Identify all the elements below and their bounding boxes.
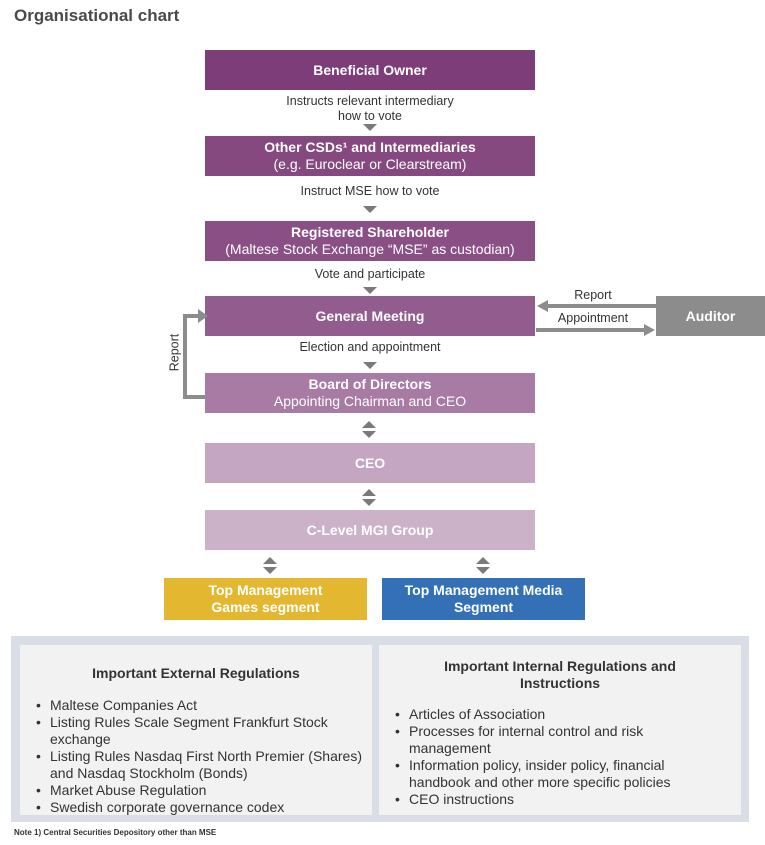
top-management-media-box: Top Management Media Segment bbox=[382, 578, 585, 620]
connector-instructs-line1: Instructs relevant intermediary bbox=[286, 94, 454, 108]
ceo-label: CEO bbox=[354, 454, 386, 471]
board-label: Board of Directors bbox=[308, 376, 432, 392]
board-sublabel: Appointing Chairman and CEO bbox=[273, 393, 467, 409]
arrow-down-icon bbox=[363, 362, 377, 369]
arrow-down-icon bbox=[363, 287, 377, 294]
clevel-box: C-Level MGI Group bbox=[205, 510, 535, 550]
arrow-down-icon bbox=[362, 499, 376, 506]
list-item: Market Abuse Regulation bbox=[34, 782, 364, 799]
auditor-arrows bbox=[536, 300, 656, 336]
registered-shareholder-sublabel: (Maltese Stock Exchange “MSE” as custodi… bbox=[225, 241, 515, 257]
board-report-label: Report bbox=[167, 333, 182, 372]
top-management-games-box: Top Management Games segment bbox=[164, 578, 367, 620]
general-meeting-label: General Meeting bbox=[315, 307, 425, 324]
external-regulations-list: Maltese Companies Act Listing Rules Scal… bbox=[34, 697, 364, 816]
external-regulations-title: Important External Regulations bbox=[92, 665, 300, 681]
page-title: Organisational chart bbox=[14, 6, 180, 25]
arrow-down-icon bbox=[263, 567, 277, 574]
media-sublabel: Segment bbox=[453, 599, 514, 615]
connector-vote: Vote and participate bbox=[314, 267, 426, 281]
auditor-box: Auditor bbox=[656, 296, 765, 336]
internal-regulations-title: Important Internal Regulations and Instr… bbox=[444, 658, 676, 691]
ceo-box: CEO bbox=[205, 443, 535, 483]
games-sublabel: Games segment bbox=[211, 599, 320, 615]
registered-shareholder-label: Registered Shareholder bbox=[291, 224, 449, 240]
list-item: Listing Rules Nasdaq First North Premier… bbox=[34, 748, 364, 782]
list-item: Listing Rules Scale Segment Frankfurt St… bbox=[34, 714, 364, 748]
games-label: Top Management bbox=[208, 582, 323, 598]
connector-instructs-intermediary: Instructs relevant intermediary how to v… bbox=[205, 94, 535, 124]
clevel-label: C-Level MGI Group bbox=[306, 521, 434, 538]
footnote: Note 1) Central Securities Depository ot… bbox=[14, 828, 217, 837]
connector-instruct-mse: Instruct MSE how to vote bbox=[300, 184, 440, 198]
media-label: Top Management Media bbox=[404, 582, 563, 598]
arrow-up-icon bbox=[362, 489, 376, 496]
list-item: Processes for internal control and risk … bbox=[393, 723, 723, 757]
registered-shareholder-box: Registered Shareholder (Maltese Stock Ex… bbox=[205, 221, 535, 261]
arrow-up-icon bbox=[362, 421, 376, 428]
other-csds-box: Other CSDs¹ and Intermediaries (e.g. Eur… bbox=[205, 136, 535, 176]
list-item: Swedish corporate governance codex bbox=[34, 799, 364, 816]
arrow-up-icon bbox=[263, 557, 277, 564]
beneficial-owner-label: Beneficial Owner bbox=[313, 61, 427, 78]
board-of-directors-box: Board of Directors Appointing Chairman a… bbox=[205, 373, 535, 413]
arrow-up-icon bbox=[476, 557, 490, 564]
auditor-label: Auditor bbox=[685, 307, 736, 324]
list-item: Articles of Association bbox=[393, 706, 723, 723]
internal-regulations-list: Articles of Association Processes for in… bbox=[393, 706, 723, 808]
list-item: Maltese Companies Act bbox=[34, 697, 364, 714]
other-csds-sublabel: (e.g. Euroclear or Clearstream) bbox=[273, 156, 467, 172]
arrow-down-icon bbox=[362, 431, 376, 438]
auditor-appointment-label: Appointment bbox=[557, 311, 629, 325]
arrow-down-icon bbox=[363, 124, 377, 131]
general-meeting-box: General Meeting bbox=[205, 296, 535, 336]
connector-election: Election and appointment bbox=[299, 340, 441, 354]
list-item: CEO instructions bbox=[393, 791, 723, 808]
auditor-report-label: Report bbox=[574, 288, 612, 302]
connector-instructs-line2: how to vote bbox=[338, 109, 402, 123]
other-csds-label: Other CSDs¹ and Intermediaries bbox=[264, 139, 476, 155]
list-item: Information policy, insider policy, fina… bbox=[393, 757, 723, 791]
board-report-arrow bbox=[183, 309, 208, 399]
arrow-down-icon bbox=[476, 567, 490, 574]
arrow-down-icon bbox=[363, 206, 377, 213]
beneficial-owner-box: Beneficial Owner bbox=[205, 50, 535, 90]
